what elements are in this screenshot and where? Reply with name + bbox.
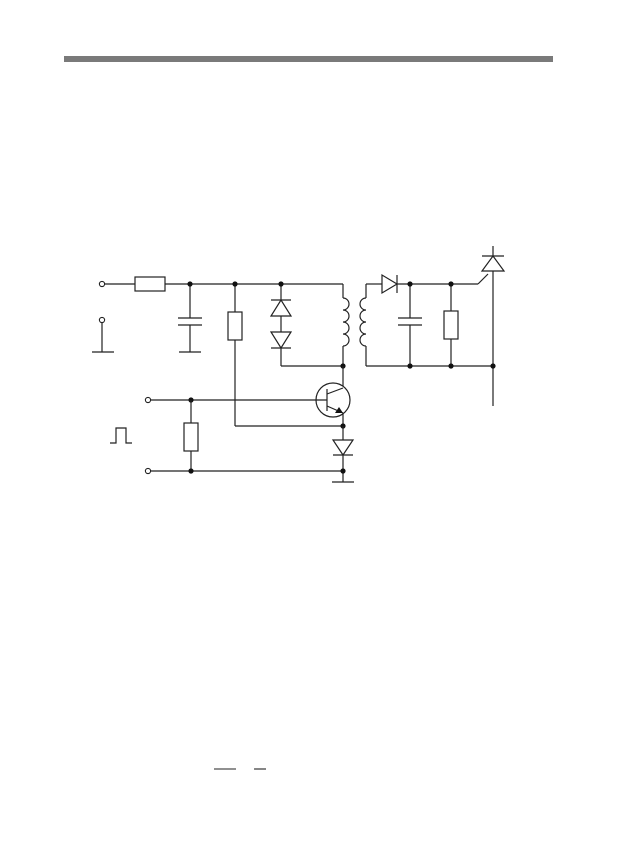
- bias-resistor: [227, 284, 343, 427]
- thyristor: [477, 246, 506, 406]
- junction-dot: [188, 468, 194, 474]
- output-resistor: [443, 284, 459, 366]
- pulse-transformer: [342, 284, 367, 366]
- junction-dot: [407, 281, 413, 287]
- junction-dot: [448, 281, 454, 287]
- ground-reference-terminal: [92, 316, 114, 353]
- zener-diode-upper: [269, 284, 293, 332]
- input-terminal: [98, 280, 135, 288]
- series-resistor: [134, 276, 166, 292]
- junction-dot: [490, 363, 496, 369]
- junction-dot: [232, 281, 238, 287]
- output-diode: [366, 273, 478, 295]
- output-capacitor: [398, 284, 422, 366]
- header-rule: [64, 56, 553, 62]
- pulse-symbol: [110, 427, 132, 444]
- npn-transistor: [315, 366, 351, 426]
- base-terminal: [144, 396, 327, 404]
- filter-capacitor: [178, 284, 202, 353]
- base-resistor: [183, 400, 199, 471]
- partial-equation-fragment: [210, 762, 270, 780]
- junction-dot: [407, 363, 413, 369]
- junction-dot: [278, 281, 284, 287]
- emitter-diode: [331, 426, 355, 483]
- zener-diode-lower: [269, 331, 343, 367]
- junction-dot: [340, 468, 346, 474]
- junction-dot: [448, 363, 454, 369]
- junction-dot: [187, 281, 193, 287]
- ground-terminal: [144, 467, 343, 475]
